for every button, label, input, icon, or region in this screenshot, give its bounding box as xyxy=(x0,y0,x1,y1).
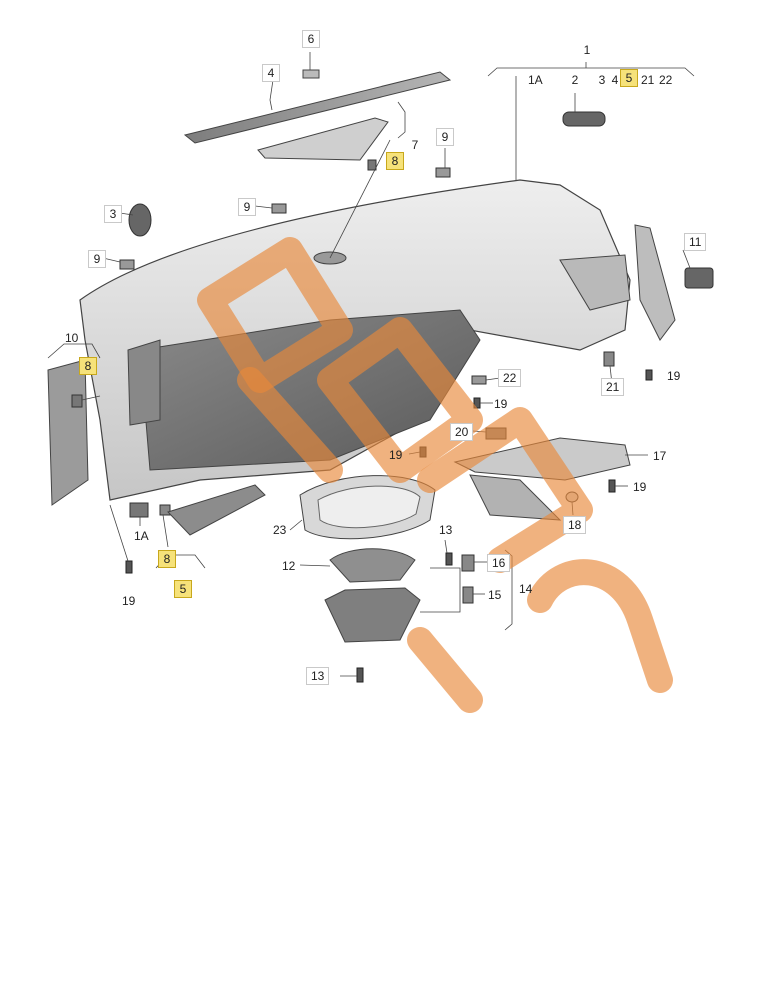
speaker-cover xyxy=(257,117,389,161)
column-cover-upper xyxy=(329,548,416,583)
leader-lines xyxy=(47,52,695,677)
callout-9-top[interactable]: 9 xyxy=(436,128,454,146)
screw-13-b xyxy=(356,667,364,683)
callout-8-left[interactable]: 8 xyxy=(79,357,97,375)
callout-16[interactable]: 16 xyxy=(487,554,511,572)
callout-15[interactable]: 15 xyxy=(488,588,502,602)
callout-19-right[interactable]: 19 xyxy=(667,369,681,383)
callout-4-top-right[interactable]: 4 xyxy=(611,73,619,87)
vent-grille-2 xyxy=(562,111,606,127)
callout-12[interactable]: 12 xyxy=(282,559,296,573)
clip-8-left xyxy=(71,394,83,408)
callout-3[interactable]: 3 xyxy=(104,205,122,223)
callout-22-top-right[interactable]: 22 xyxy=(659,73,673,87)
clip-9-a xyxy=(435,167,451,178)
callout-19-mid[interactable]: 19 xyxy=(494,397,508,411)
clip-15 xyxy=(462,586,474,604)
clip-16 xyxy=(461,554,475,572)
callout-19-glovebox[interactable]: 19 xyxy=(633,480,647,494)
clip-1a xyxy=(129,502,149,518)
lower-left-panel xyxy=(167,484,266,536)
right-side-cover xyxy=(634,224,676,341)
callout-19-bottom-left[interactable]: 19 xyxy=(122,594,136,608)
callout-1a-top[interactable]: 1A xyxy=(528,73,543,87)
clip-part-6 xyxy=(302,69,320,79)
callout-18[interactable]: 18 xyxy=(563,516,587,534)
callout-10[interactable]: 10 xyxy=(65,331,79,345)
callout-23[interactable]: 23 xyxy=(273,523,287,537)
callout-9-mid[interactable]: 9 xyxy=(238,198,256,216)
screw-19-e xyxy=(125,560,133,574)
dashboard-vent-left xyxy=(127,339,161,426)
callout-13-bottom[interactable]: 13 xyxy=(306,667,330,685)
column-cover-lower xyxy=(324,587,421,643)
callout-5-bottom[interactable]: 5 xyxy=(174,580,192,598)
callout-8-bottom[interactable]: 8 xyxy=(158,550,176,568)
watermark-text: PARTS xyxy=(590,768,594,771)
left-side-cover xyxy=(47,359,89,506)
vent-3 xyxy=(128,203,152,237)
screw-13-a xyxy=(445,552,453,566)
callout-14[interactable]: 14 xyxy=(519,582,533,596)
callout-5-top-right[interactable]: 5 xyxy=(620,69,638,87)
callout-1[interactable]: 1 xyxy=(583,43,591,57)
callout-8-top[interactable]: 8 xyxy=(386,152,404,170)
callout-1a-bottom[interactable]: 1A xyxy=(134,529,149,543)
clip-9-b xyxy=(271,203,287,214)
screw-19-d xyxy=(608,479,616,493)
callout-19-center[interactable]: 19 xyxy=(389,448,403,462)
instrument-surround-inner xyxy=(317,485,421,529)
callout-21[interactable]: 21 xyxy=(601,378,625,396)
watermark xyxy=(197,237,673,713)
clip-8-top xyxy=(367,159,377,171)
callout-13-top[interactable]: 13 xyxy=(439,523,453,537)
callout-4[interactable]: 4 xyxy=(262,64,280,82)
top-trim-strip xyxy=(183,71,452,144)
clip-22 xyxy=(471,375,487,385)
callout-22[interactable]: 22 xyxy=(498,369,522,387)
callout-6[interactable]: 6 xyxy=(302,30,320,48)
dashboard-right-pocket xyxy=(559,254,631,311)
callout-11[interactable]: 11 xyxy=(684,233,707,251)
callout-2[interactable]: 2 xyxy=(571,73,579,87)
clip-21 xyxy=(603,351,615,367)
callout-3-top-right[interactable]: 3 xyxy=(598,73,606,87)
clip-9-c xyxy=(119,259,135,270)
screw-19-a xyxy=(645,369,653,381)
callout-17[interactable]: 17 xyxy=(653,449,667,463)
callout-9-left[interactable]: 9 xyxy=(88,250,106,268)
callout-21-top-right[interactable]: 21 xyxy=(641,73,655,87)
switch-11 xyxy=(684,267,714,289)
callout-7[interactable]: 7 xyxy=(411,138,419,152)
clip-8-bottom xyxy=(159,504,171,516)
callout-20[interactable]: 20 xyxy=(450,423,474,441)
